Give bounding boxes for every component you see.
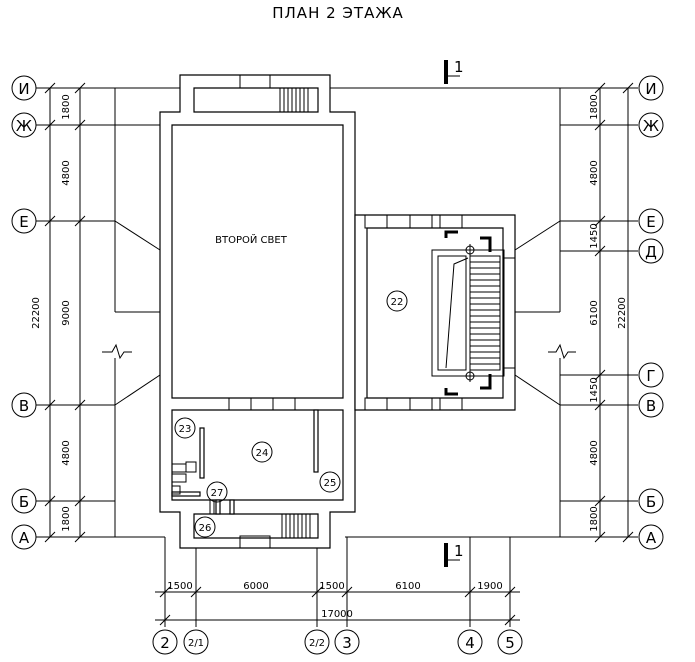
svg-text:1: 1 [454, 58, 464, 76]
svg-text:3: 3 [342, 634, 352, 652]
axis-bubble-left-i: И [11, 75, 37, 101]
dim-left-total: 22200 [31, 297, 42, 329]
axis-bubble-right-v: В [638, 392, 664, 418]
dim-bottom-2: 6000 [243, 581, 268, 592]
svg-text:Ж: Ж [16, 117, 32, 135]
left-axis-lines [36, 87, 160, 538]
svg-text:Б: Б [646, 493, 656, 511]
room-tag-23: 23 [174, 417, 196, 439]
walls [159, 74, 516, 549]
dim-left-3: 9000 [61, 300, 72, 325]
right-axis-lines [560, 87, 638, 538]
dim-right-7: 1800 [589, 506, 600, 531]
axis-bubble-right-d: Д [638, 238, 664, 264]
dim-left-5: 1800 [61, 506, 72, 531]
axis-bubble-bottom-2: 2 [152, 629, 178, 655]
svg-text:А: А [19, 529, 30, 547]
plan-title: ПЛАН 2 ЭТАЖА [272, 4, 404, 22]
room-tag-26: 26 [194, 516, 216, 538]
dim-bottom-3: 1500 [319, 581, 344, 592]
dim-right-3: 1450 [589, 223, 600, 248]
axis-bubble-right-g: Г [638, 362, 664, 388]
svg-text:4: 4 [465, 634, 475, 652]
axis-bubble-bottom-3: 3 [334, 629, 360, 655]
axis-bubble-right-e: Е [638, 208, 664, 234]
dim-right-1: 1800 [589, 94, 600, 119]
dim-right-total: 22200 [617, 297, 628, 329]
axis-bubble-right-a: А [638, 524, 664, 550]
axis-bubble-bottom-2-1: 2/1 [183, 629, 209, 655]
axis-bubble-right-i: И [638, 75, 664, 101]
svg-text:25: 25 [324, 478, 337, 489]
svg-text:Е: Е [19, 213, 28, 231]
axis-bubble-left-e: Е [11, 208, 37, 234]
axis-bubble-bottom-4: 4 [457, 629, 483, 655]
axis-bubble-right-b: Б [638, 488, 664, 514]
windows [228, 74, 516, 549]
section-mark-bottom: 1 [444, 542, 464, 567]
dim-left-1: 1800 [61, 94, 72, 119]
svg-text:И: И [18, 80, 29, 98]
svg-text:23: 23 [179, 424, 192, 435]
axis-bubble-right-zh: Ж [638, 112, 664, 138]
dim-left-4: 4800 [61, 440, 72, 465]
svg-text:Е: Е [646, 213, 655, 231]
axis-bubble-left-b: Б [11, 488, 37, 514]
slab-outline [114, 87, 561, 538]
axis-bubble-bottom-2-2: 2/2 [304, 629, 330, 655]
axis-bubble-left-v: В [11, 392, 37, 418]
room-tag-24: 24 [251, 441, 273, 463]
double-height-label: ВТОРОЙ СВЕТ [215, 233, 288, 246]
axis-bubble-bottom-5: 5 [497, 629, 523, 655]
svg-text:2: 2 [160, 634, 170, 652]
svg-text:Ж: Ж [643, 117, 659, 135]
svg-text:В: В [646, 397, 656, 415]
svg-text:Б: Б [19, 493, 29, 511]
svg-text:2/2: 2/2 [309, 638, 325, 649]
dim-bottom-5: 1900 [477, 581, 502, 592]
section-mark-top: 1 [444, 58, 464, 84]
dim-right-6: 4800 [589, 440, 600, 465]
svg-text:27: 27 [211, 488, 224, 499]
room-tag-27: 27 [206, 481, 228, 503]
axis-bubble-left-a: А [11, 524, 37, 550]
break-mark-right [548, 343, 576, 360]
svg-text:26: 26 [199, 523, 212, 534]
break-mark-left [102, 343, 132, 360]
svg-text:В: В [19, 397, 29, 415]
room-tag-25: 25 [319, 471, 341, 493]
svg-text:24: 24 [256, 448, 269, 459]
bottom-axis-lines [155, 537, 520, 627]
svg-text:Д: Д [645, 243, 657, 261]
dimension-ticks [44, 82, 634, 626]
room-tag-22: 22 [386, 290, 408, 312]
dim-left-2: 4800 [61, 160, 72, 185]
svg-text:22: 22 [391, 297, 404, 308]
dim-right-4: 6100 [589, 300, 600, 325]
axis-bubble-left-zh: Ж [11, 112, 37, 138]
dim-bottom-1: 1500 [167, 581, 192, 592]
svg-text:5: 5 [505, 634, 515, 652]
dim-bottom-total: 17000 [321, 609, 353, 620]
stair-top [279, 88, 309, 112]
svg-text:А: А [646, 529, 657, 547]
dim-right-2: 4800 [589, 160, 600, 185]
main-stair [431, 230, 505, 396]
stair-bottom [281, 514, 311, 538]
dim-bottom-4: 6100 [395, 581, 420, 592]
dim-right-5: 1450 [589, 377, 600, 402]
svg-text:И: И [645, 80, 656, 98]
svg-text:1: 1 [454, 542, 464, 560]
svg-text:Г: Г [646, 367, 655, 385]
sanitary-fixtures [171, 461, 215, 515]
svg-text:2/1: 2/1 [188, 638, 204, 649]
